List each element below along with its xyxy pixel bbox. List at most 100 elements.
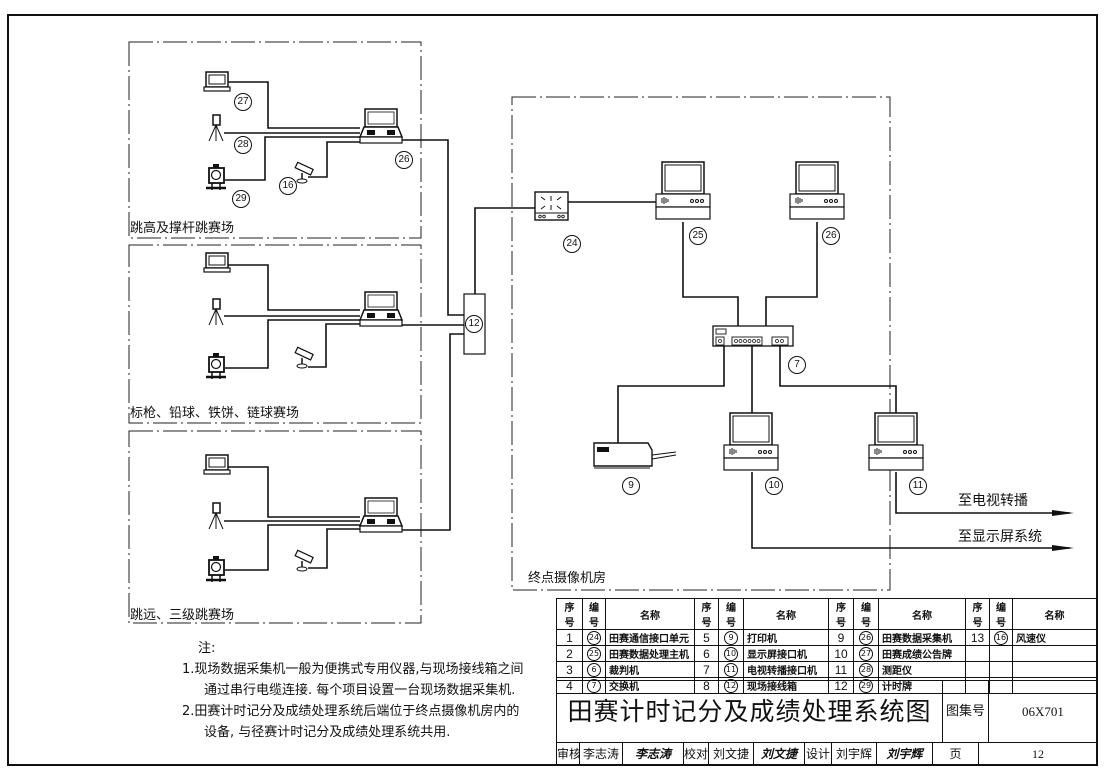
anemometer-icon [294,346,314,369]
zone-finish-room-box [511,96,891,591]
part-code: 29 [853,677,879,694]
output-label-display: 至显示屏系统 [958,529,1042,545]
part-code: 27 [853,645,879,662]
note-1-line-2: 通过串行电缆连接. 每个项目设置一台现场数据采集机. [204,683,516,698]
part-name: 风速仪 [1012,629,1097,646]
part-code-tag: 27 [859,646,873,661]
review-name: 李志涛 [580,743,623,765]
tag-switch: 7 [788,356,806,374]
timer-icon [204,351,228,381]
part-code-tag: 11 [724,662,738,677]
rangefinder-icon [208,502,224,530]
tag-scoreboard-1: 27 [234,93,252,111]
part-code: 25 [582,645,606,662]
part-name: 裁判机 [605,661,695,678]
part-name: 打印机 [743,629,829,646]
laptop-icon [359,497,403,533]
part-code: 28 [853,661,879,678]
part-index: 10 [828,645,854,662]
header-name: 名称 [605,598,695,630]
part-code-tag: 24 [587,630,601,645]
scoreboard-icon [203,252,231,273]
signature-row: 审核 李志涛 李志涛 校对 刘文捷 刘文捷 设计 刘宇辉 刘宇辉 页 12 [556,742,1098,766]
atlas-number-label: 图集号 [943,681,989,742]
tag-rangefinder-1: 28 [234,136,252,154]
part-name: 显示屏接口机 [743,645,829,662]
tag-display-interface: 10 [765,477,783,495]
part-index: 11 [828,661,854,678]
note-2-line-2: 设备, 与径赛计时记分及成绩处理系统共用. [204,725,451,740]
note-2-line-1: 2.田赛计时记分及成绩处理系统后端位于终点摄像机房内的 [182,704,520,719]
header-code: 编号 [853,598,879,630]
part-name: 田赛数据采集机 [878,629,966,646]
scoreboard-icon [203,71,231,92]
part-name [1012,677,1097,694]
rangefinder-icon [208,114,224,142]
part-index: 13 [965,629,990,646]
part-code-tag: 9 [724,630,738,645]
part-code: 26 [853,629,879,646]
part-name: 测距仪 [878,661,966,678]
part-index: 7 [694,661,719,678]
part-code-tag: 28 [859,662,873,677]
display-interface-pc-icon [723,412,779,471]
part-code: 6 [582,661,606,678]
drawing-title: 田赛计时记分及成绩处理系统图 [557,681,943,742]
part-name: 田赛成绩公告牌 [878,645,966,662]
processing-host-pc-icon [655,161,711,220]
part-code: 11 [718,661,744,678]
zone-label-finish-room: 终点摄像机房 [528,571,607,586]
output-label-tv: 至电视转播 [958,493,1028,509]
notes-heading: 注: [198,641,216,656]
part-code: 24 [582,629,606,646]
drawing-frame [7,14,1098,766]
part-code-tag: 29 [859,678,873,693]
part-index: 5 [694,629,719,646]
zone-label-long-jump: 跳远、三级跳赛场 [130,608,235,623]
laptop-icon [359,291,403,327]
part-code-tag: 26 [859,630,873,645]
header-name: 名称 [1012,598,1097,630]
header-name: 名称 [743,598,829,630]
part-code-tag: 7 [587,678,601,693]
part-name: 电视转播接口机 [743,661,829,678]
part-code: 10 [718,645,744,662]
part-code: 7 [582,677,606,694]
review-label: 审核 [557,743,580,765]
part-code [989,661,1013,678]
check-label: 校对 [684,743,709,765]
anemometer-icon [294,161,314,184]
title-block: 田赛计时记分及成绩处理系统图 图集号 06X701 [556,680,1098,743]
zone-label-throwing: 标枪、铅球、铁饼、链球赛场 [130,406,300,421]
part-code-tag: 25 [587,646,601,661]
timer-icon [204,162,228,192]
design-label: 设计 [805,743,832,765]
tv-interface-pc-icon [868,412,924,471]
note-1-line-1: 1.现场数据采集机一般为便携式专用仪器,与现场接线箱之间 [182,662,524,677]
review-signature: 李志涛 [623,743,684,765]
tag-collector-host: 26 [822,227,840,245]
tag-timer-1: 29 [232,190,250,208]
part-code-tag: 16 [994,630,1008,645]
zone-long-jump-box [128,430,422,624]
part-code-tag: 10 [724,646,738,661]
part-code [989,645,1013,662]
interface-unit-icon [534,191,569,221]
design-signature: 刘宇辉 [877,743,933,765]
part-index [965,661,990,678]
design-name: 刘宇辉 [832,743,877,765]
switch-icon [712,325,794,347]
timer-icon [204,554,228,584]
part-name: 田赛数据处理主机 [605,645,695,662]
page-value: 12 [1032,747,1044,761]
tag-printer: 9 [622,477,640,495]
part-index: 6 [694,645,719,662]
part-index: 9 [828,629,854,646]
zone-throwing-box [128,244,422,424]
tag-field-collector-1: 26 [395,151,413,169]
